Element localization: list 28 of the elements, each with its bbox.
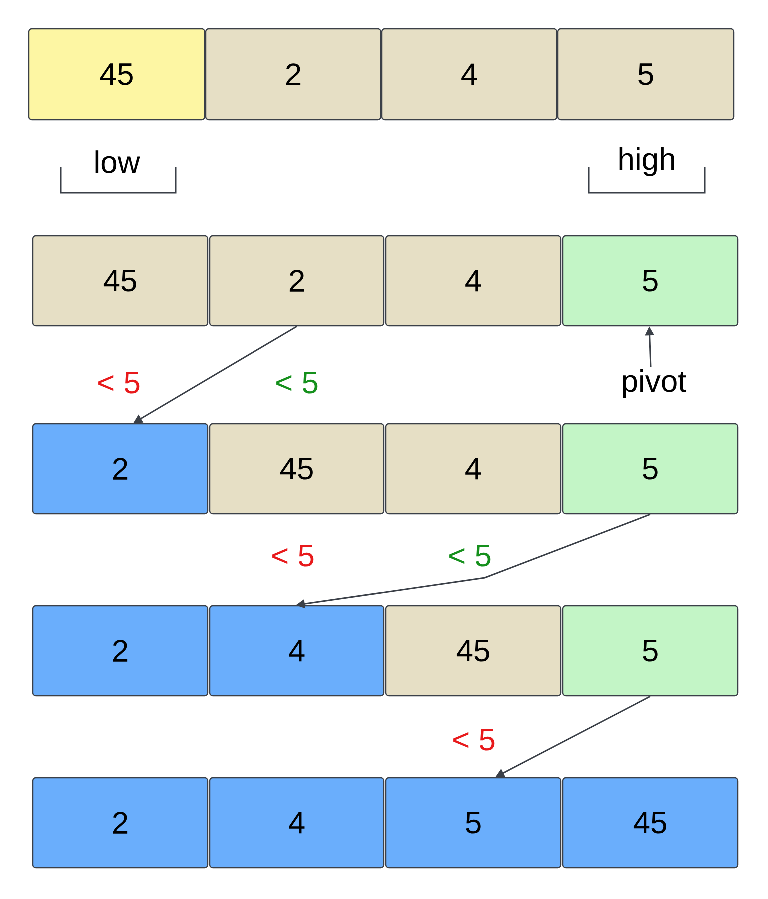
array-cell: 4 <box>381 28 558 121</box>
comparison-label: < 5 <box>276 372 318 394</box>
array-cell: 5 <box>385 777 562 869</box>
pointer-label: low <box>96 150 140 174</box>
comparison-label: < 5 <box>450 545 491 567</box>
pivot-label: pivot <box>623 370 687 398</box>
array-cell: 5 <box>557 28 735 121</box>
array-cell: 2 <box>205 28 382 121</box>
array-cell: 5 <box>562 423 739 515</box>
array-cell: 2 <box>32 777 209 869</box>
pointer-label: high <box>620 148 674 176</box>
array-cell: 4 <box>385 423 562 515</box>
comparison-label: < 5 <box>454 729 495 751</box>
array-cell: 5 <box>562 235 739 327</box>
array-cell: 45 <box>562 777 739 869</box>
array-cell: 4 <box>385 235 562 327</box>
array-cell: 45 <box>32 235 209 327</box>
array-cell: 4 <box>209 777 385 869</box>
array-cell: 2 <box>32 605 209 697</box>
array-cell: 4 <box>209 605 385 697</box>
array-cell: 2 <box>209 235 385 327</box>
array-cell: 45 <box>28 28 206 121</box>
comparison-label: < 5 <box>272 545 314 567</box>
comparison-label: < 5 <box>98 372 140 394</box>
array-cell: 45 <box>385 605 562 697</box>
array-cell: 45 <box>209 423 385 515</box>
array-cell: 5 <box>562 605 739 697</box>
array-cell: 2 <box>32 423 209 515</box>
